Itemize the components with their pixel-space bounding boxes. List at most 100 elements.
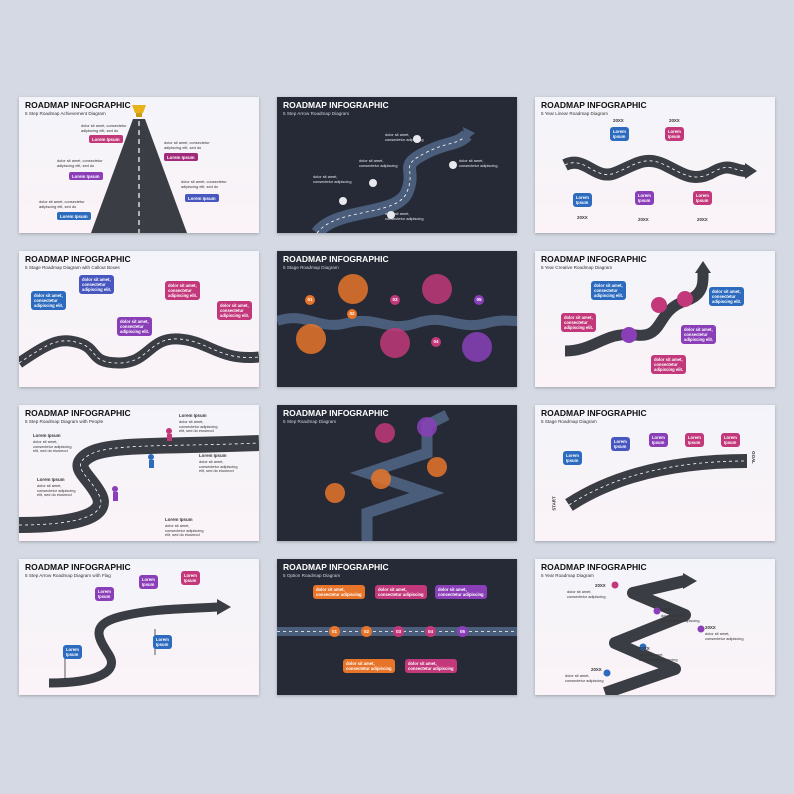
option-box-3: dolor sit amet, consectetur adipiscing (435, 585, 487, 600)
year-box-3: Lorem Ipsum (573, 193, 592, 208)
callout-road-illustration (19, 333, 259, 369)
year-label-1: 20XX (613, 118, 624, 123)
stage-number-5: 05 (474, 295, 484, 305)
year-box-1: Lorem Ipsum (610, 127, 629, 142)
slide-thumbnail-9[interactable]: ROADMAP INFOGRAPHIC 5 Stage Roadmap Diag… (535, 405, 775, 541)
option-box-1: dolor sit amet, consectetur adipiscing (313, 585, 365, 600)
year-desc-1: dolor sit amet, consectetur adipiscing (567, 589, 606, 599)
slide-thumbnail-12[interactable]: ROADMAP INFOGRAPHIC 5 Year Roadmap Diagr… (535, 559, 775, 695)
road-illustration (91, 105, 187, 233)
slide-subtitle: 5 Year Creative Roadmap Diagram (541, 265, 613, 270)
year-label-2: 20XX (669, 118, 680, 123)
option-number-3: 03 (393, 626, 404, 637)
slide-subtitle: 5 Step Arrow Roadmap Diagram with Flag (25, 573, 111, 578)
winding-road-illustration (311, 127, 475, 233)
step-desc-2: dolor sit amet, consectetur adipiscing (359, 158, 398, 168)
step-label-2: Lorem Ipsum (164, 153, 198, 162)
year-label-4: 20XX (638, 217, 649, 222)
stage-number-3: 03 (390, 295, 400, 305)
flag-box-4: Lorem Ipsum (63, 645, 82, 660)
step-desc-1: dolor sit amet, consectetur adipiscing e… (179, 419, 218, 434)
year-box-4: dolor sit amet, consectetur adipiscing e… (681, 325, 717, 345)
slide-title: ROADMAP INFOGRAPHIC (283, 408, 389, 418)
goal-label: GOAL (750, 451, 756, 464)
stage-circles-illustration (277, 274, 517, 362)
year-box-3: dolor sit amet, consectetur adipiscing e… (709, 287, 745, 307)
slide-subtitle: 5 Step Roadmap Diagram (283, 419, 337, 424)
slide-thumbnail-11[interactable]: ROADMAP INFOGRAPHIC 5 Option Roadmap Dia… (277, 559, 517, 695)
year-label-1: 20XX (595, 583, 606, 588)
slide-title: ROADMAP INFOGRAPHIC (25, 562, 131, 572)
slide-subtitle: 5 Stage Roadmap Diagram (541, 419, 597, 424)
slide-subtitle: 5 Option Roadmap Diagram (283, 573, 341, 578)
callout-box-4: dolor sit amet, consectetur adipiscing e… (165, 281, 201, 301)
slide-thumbnail-8[interactable]: ROADMAP INFOGRAPHIC 5 Step Roadmap Diagr… (277, 405, 517, 541)
stage-box-3: Lorem Ipsum (649, 433, 668, 448)
year-label-3: 20XX (705, 625, 716, 630)
year-label-3: 20XX (577, 215, 588, 220)
step-desc-5: dolor sit amet, consectetur adipiscing (385, 211, 424, 221)
slide-thumbnail-7[interactable]: ROADMAP INFOGRAPHIC 5 Step Roadmap Diagr… (19, 405, 259, 541)
slide-title: ROADMAP INFOGRAPHIC (541, 562, 647, 572)
slide-title: ROADMAP INFOGRAPHIC (283, 562, 389, 572)
slide-title: ROADMAP INFOGRAPHIC (283, 100, 389, 110)
zigzag-arrow-road-illustration (603, 573, 705, 695)
stage-box-2: Lorem Ipsum (611, 437, 630, 452)
step-desc-2: dolor sit amet, consectetur adipiscing e… (33, 439, 72, 454)
slide-thumbnail-10[interactable]: ROADMAP INFOGRAPHIC 5 Step Arrow Roadmap… (19, 559, 259, 695)
people-road-illustration (19, 428, 259, 533)
option-box-5: dolor sit amet, consectetur adipiscing (405, 659, 457, 674)
slide-title: ROADMAP INFOGRAPHIC (25, 408, 131, 418)
year-desc-5: dolor sit amet, consectetur adipiscing (565, 673, 604, 683)
flag-box-1: Lorem Ipsum (139, 575, 158, 590)
slide-thumbnail-6[interactable]: ROADMAP INFOGRAPHIC 5 Year Creative Road… (535, 251, 775, 387)
step-desc-5: dolor sit amet, consectetur adipiscing e… (39, 199, 85, 209)
slide-title: ROADMAP INFOGRAPHIC (283, 254, 389, 264)
flag-box-3: Lorem Ipsum (95, 587, 114, 602)
option-number-1: 01 (329, 626, 340, 637)
year-label-5: 20XX (697, 217, 708, 222)
callout-box-5: dolor sit amet, consectetur adipiscing e… (217, 301, 253, 321)
step-desc-3: dolor sit amet, consectetur adipiscing (385, 132, 424, 142)
step-desc-4: dolor sit amet, consectetur adipiscing e… (181, 179, 227, 189)
year-desc-3: dolor sit amet, consectetur adipiscing (705, 631, 744, 641)
step-label-2: Lorem Ipsum (33, 433, 61, 438)
year-box-5: dolor sit amet, consectetur adipiscing e… (651, 355, 687, 375)
step-desc-3: dolor sit amet, consectetur adipiscing e… (199, 459, 238, 474)
slide-subtitle: 5 Step Arrow Roadmap Diagram (283, 111, 350, 116)
slide-title: ROADMAP INFOGRAPHIC (25, 254, 131, 264)
slide-subtitle: 5 Stage Roadmap Diagram with Callout Box… (25, 265, 120, 270)
slide-title: ROADMAP INFOGRAPHIC (541, 100, 647, 110)
zigzag-road-illustration (325, 410, 450, 541)
callout-box-3: dolor sit amet, consectetur adipiscing e… (117, 317, 153, 337)
option-number-5: 05 (457, 626, 468, 637)
year-box-2: dolor sit amet, consectetur adipiscing e… (561, 313, 597, 333)
step-desc-1: dolor sit amet, consectetur adipiscing (313, 174, 352, 184)
start-goal-road-illustration (565, 454, 748, 511)
slide-thumbnail-3[interactable]: ROADMAP INFOGRAPHIC 5 Year Linear Roadma… (535, 97, 775, 233)
option-number-2: 02 (361, 626, 372, 637)
year-box-4: Lorem Ipsum (635, 191, 654, 206)
step-label-3: Lorem Ipsum (199, 453, 227, 458)
option-box-2: dolor sit amet, consectetur adipiscing (375, 585, 427, 600)
step-desc-5: dolor sit amet, consectetur adipiscing e… (165, 523, 204, 538)
slide-title: ROADMAP INFOGRAPHIC (25, 100, 131, 110)
step-label-4: Lorem Ipsum (37, 477, 65, 482)
option-number-4: 04 (425, 626, 436, 637)
slide-thumbnail-5[interactable]: ROADMAP INFOGRAPHIC 5 Stage Roadmap Diag… (277, 251, 517, 387)
callout-box-2: dolor sit amet, consectetur adipiscing e… (79, 275, 115, 295)
slide-subtitle: 5 Year Roadmap Diagram (541, 573, 594, 578)
slide-thumbnail-4[interactable]: ROADMAP INFOGRAPHIC 5 Stage Roadmap Diag… (19, 251, 259, 387)
step-label-4: Lorem Ipsum (185, 194, 219, 203)
flag-box-2: Lorem Ipsum (181, 571, 200, 586)
option-box-4: dolor sit amet, consectetur adipiscing (343, 659, 395, 674)
slide-subtitle: 5 Step Roadmap Diagram with People (25, 419, 104, 424)
stage-number-2: 02 (347, 309, 357, 319)
step-desc-4: dolor sit amet, consectetur adipiscing e… (37, 483, 76, 498)
year-box-5: Lorem Ipsum (693, 191, 712, 206)
step-label-1: Lorem Ipsum (89, 135, 123, 144)
flag-box-5: Lorem Ipsum (153, 635, 172, 650)
slide-thumbnail-2[interactable]: ROADMAP INFOGRAPHIC 5 Step Arrow Roadmap… (277, 97, 517, 233)
slide-subtitle: 5 Step Roadmap Achievement Diagram (25, 111, 106, 116)
slide-thumbnail-1[interactable]: ROADMAP INFOGRAPHIC 5 Step Roadmap Achie… (19, 97, 259, 233)
